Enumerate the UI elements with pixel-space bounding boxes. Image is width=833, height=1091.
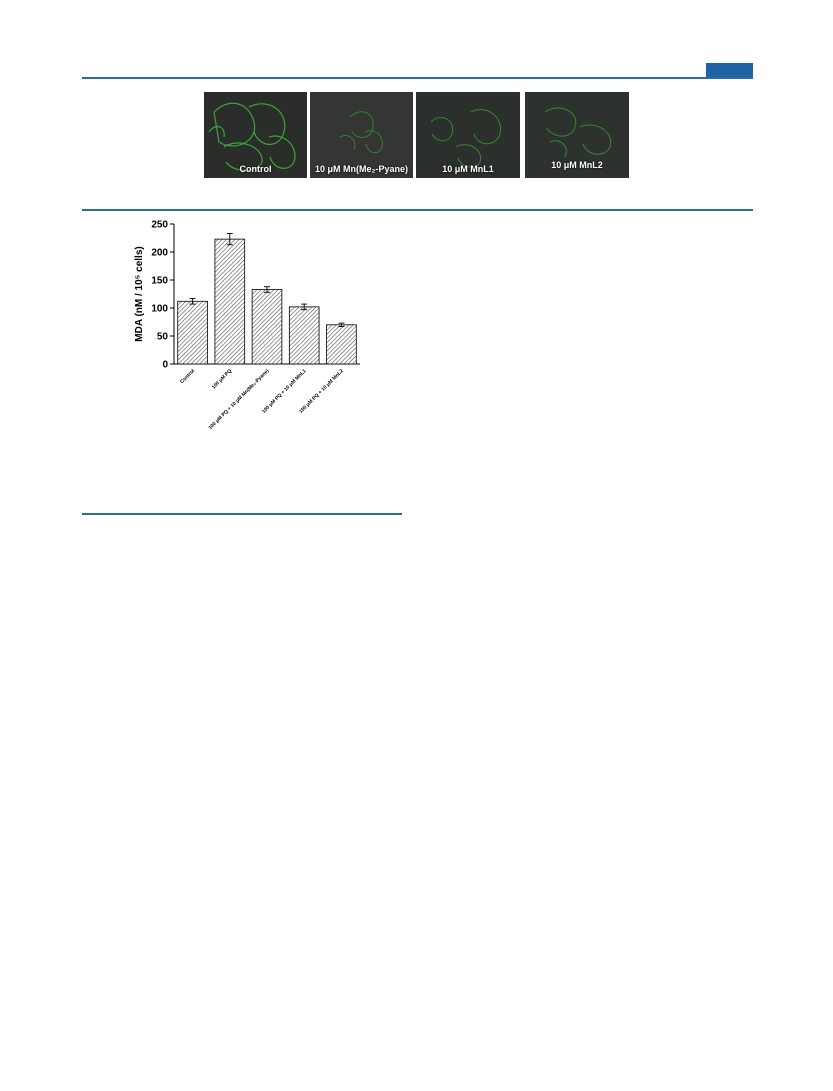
y-tick-label: 100	[151, 304, 168, 315]
micrograph-image	[208, 102, 296, 171]
bar	[177, 300, 208, 365]
bar	[288, 306, 320, 365]
panel-label: Control	[239, 164, 272, 174]
y-tick-label: 250	[151, 220, 168, 231]
y-tick-label: 0	[162, 360, 168, 371]
micrograph-panel-mnl1: 10 μM MnL1	[416, 92, 520, 178]
header-tab	[706, 63, 753, 77]
micrograph-panel-mn-me2-pyane: 10 μM Mn(Me₂-Pyane)	[310, 92, 413, 178]
x-tick-label: 100 μM PQ + 10 μM Mn(Me₂-Pyane)	[208, 368, 271, 431]
y-tick-label: 50	[157, 332, 169, 343]
header-rule	[82, 77, 753, 79]
x-tick-label: 100 μM PQ	[211, 368, 233, 390]
bar	[326, 324, 357, 365]
bar	[251, 289, 283, 365]
micrograph-panel-control: Control	[204, 92, 307, 178]
panel-label: 10 μM MnL2	[551, 160, 603, 170]
x-tick-label: 100 μM PQ + 10 μM MnL2	[298, 368, 345, 415]
section-rule	[82, 209, 753, 211]
y-axis-label: MDA (nM / 10⁵ cells)	[134, 246, 145, 341]
column-rule	[82, 513, 402, 515]
x-tick-label: Control	[179, 368, 196, 385]
micrograph-panel-mnl2: 10 μM MnL2	[525, 92, 629, 178]
panel-label: 10 μM Mn(Me₂-Pyane)	[314, 164, 409, 174]
micrograph-image	[339, 111, 384, 154]
y-tick-label: 150	[151, 276, 168, 287]
micrograph-image	[430, 109, 502, 168]
micrograph-image	[544, 107, 612, 158]
panel-label: 10 μM MnL1	[442, 164, 494, 174]
y-tick-label: 200	[151, 248, 168, 259]
bar	[214, 238, 246, 365]
